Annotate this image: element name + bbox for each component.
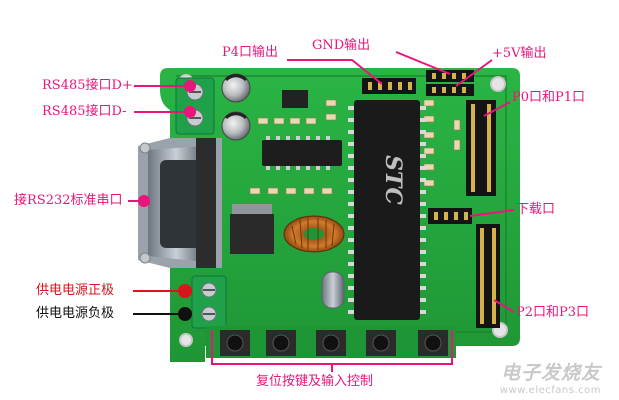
- label-gnd-output: GND输出: [312, 38, 371, 53]
- label-5v-output: +5V输出: [492, 46, 547, 61]
- smd-parts: [249, 99, 461, 195]
- button-4: [366, 330, 396, 356]
- watermark: 电子发烧友 www.elecfans.com: [500, 358, 601, 396]
- callouts: [128, 51, 515, 372]
- label-rs232: 接RS232标准串口: [14, 193, 123, 208]
- label-power-negative: 供电电源负极: [36, 306, 115, 321]
- label-rs485-dplus: RS485接口D+: [42, 78, 133, 93]
- crystal: [321, 271, 345, 309]
- push-buttons: [206, 326, 456, 358]
- label-p2-p3: P2口和P3口: [516, 305, 590, 320]
- power-terminal: [191, 275, 227, 329]
- label-p4-output: P4口输出: [222, 45, 279, 60]
- pcb-board: [160, 68, 520, 362]
- button-3: [316, 330, 346, 356]
- button-1: [220, 330, 250, 356]
- small-ics: [230, 90, 342, 254]
- label-p0-p1: P0口和P1口: [512, 90, 586, 105]
- inductor-coil: [283, 215, 345, 253]
- button-5: [418, 330, 448, 356]
- watermark-title: 电子发烧友: [500, 362, 601, 384]
- watermark-url: www.elecfans.com: [499, 385, 601, 396]
- label-reset-keys: 复位按键及输入控制: [256, 374, 374, 389]
- label-power-positive: 供电电源正极: [36, 283, 115, 298]
- db9-connector: [138, 138, 222, 268]
- p0-p1-header: [466, 100, 496, 196]
- button-2: [266, 330, 296, 356]
- capacitors: [221, 73, 251, 141]
- label-download: 下载口: [516, 202, 556, 217]
- download-header: [428, 208, 472, 224]
- label-rs485-dminus: RS485接口D-: [42, 104, 127, 119]
- mcu-chip: STC: [348, 100, 426, 320]
- p2-p3-header: [476, 224, 500, 328]
- top-headers: [362, 70, 474, 96]
- chip-logo: STC: [380, 155, 406, 205]
